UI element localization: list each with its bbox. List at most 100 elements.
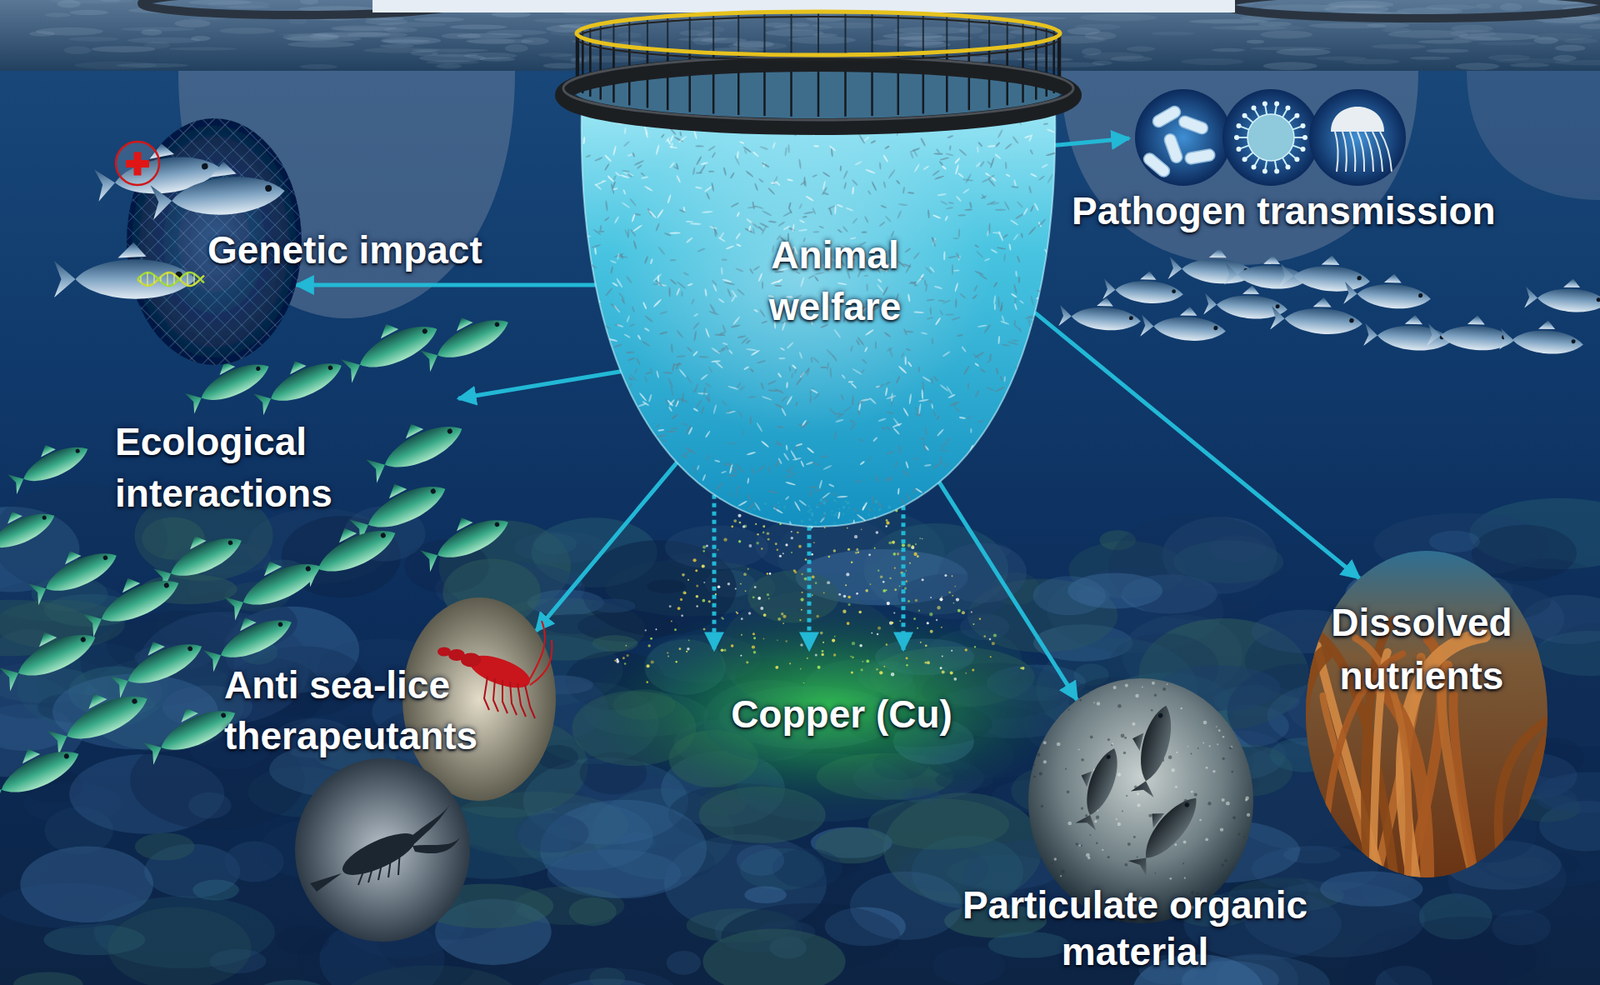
copper-plume — [850, 561, 853, 564]
farmed-fish — [861, 505, 865, 512]
farmed-fish — [730, 171, 735, 179]
copper-plume — [870, 632, 873, 635]
copper-plume — [890, 621, 894, 625]
farmed-fish — [885, 387, 889, 397]
farmed-fish — [790, 372, 794, 379]
farmed-fish — [602, 324, 612, 330]
fish — [1102, 277, 1185, 305]
copper-plume — [815, 615, 820, 619]
fish — [1275, 304, 1280, 309]
sea-surface — [144, 41, 170, 50]
farmed-fish — [1005, 429, 1013, 433]
copper-plume — [862, 660, 865, 663]
farmed-fish — [730, 507, 737, 510]
copper-plume — [901, 543, 905, 547]
farmed-fish — [1003, 375, 1006, 382]
copper-plume — [961, 610, 965, 615]
farmed-fish — [635, 441, 645, 451]
fish — [285, 357, 307, 375]
farmed-fish — [587, 262, 598, 270]
farmed-fish — [861, 501, 869, 511]
farmed-fish — [998, 409, 1008, 418]
copper-plume — [838, 593, 841, 596]
sea-surface — [870, 39, 945, 47]
farmed-fish — [1006, 340, 1019, 346]
farmed-fish — [811, 174, 818, 178]
copper-plume — [890, 672, 895, 676]
copper-plume — [882, 589, 886, 593]
sea-surface — [1500, 3, 1523, 12]
farmed-fish — [1026, 510, 1033, 520]
farmed-fish — [1036, 289, 1045, 294]
farmed-fish — [924, 464, 932, 468]
farmed-fish — [611, 281, 619, 287]
farmed-fish — [608, 338, 619, 343]
copper-plume — [625, 645, 628, 647]
copper-plume — [893, 552, 897, 556]
farmed-fish — [840, 165, 842, 171]
fish — [1384, 273, 1403, 285]
farmed-fish — [895, 375, 901, 385]
farmed-fish — [903, 328, 909, 336]
sea-surface — [63, 46, 91, 55]
farmed-fish — [735, 381, 742, 389]
fish — [1279, 251, 1372, 295]
farmed-fish — [1000, 315, 1005, 323]
farmed-fish — [645, 371, 651, 375]
farmed-fish — [833, 430, 838, 440]
fish — [82, 570, 185, 639]
sea-surface — [363, 47, 440, 54]
farmed-fish — [698, 355, 710, 359]
copper-plume — [905, 664, 908, 666]
sea-surface — [74, 61, 157, 70]
copper-plume — [883, 665, 885, 668]
farmed-fish — [670, 259, 677, 262]
farmed-fish — [671, 362, 675, 372]
farmed-fish — [821, 180, 826, 190]
farmed-fish — [770, 181, 777, 184]
farmed-fish — [955, 298, 958, 309]
farmed-fish — [624, 127, 627, 135]
fish — [335, 305, 443, 384]
copper-plume — [800, 598, 805, 602]
farmed-fish — [818, 225, 825, 229]
farmed-fish — [867, 455, 872, 464]
farmed-fish — [865, 168, 876, 175]
copper-plume — [857, 551, 860, 554]
sea-surface — [520, 37, 549, 45]
farmed-fish — [997, 507, 1002, 516]
farmed-fish — [1005, 161, 1008, 170]
copper-plume — [695, 584, 699, 587]
farmed-fish — [936, 428, 945, 437]
sea-surface — [456, 33, 524, 39]
farmed-fish — [1012, 233, 1020, 241]
seabed — [1032, 575, 1106, 615]
copper-plume — [940, 595, 943, 598]
copper-plume — [708, 600, 711, 603]
copper-plume — [775, 542, 778, 545]
farmed-fish — [885, 450, 895, 455]
farmed-fish — [656, 498, 668, 505]
farmed-fish — [999, 375, 1004, 382]
farmed-fish — [1030, 384, 1035, 390]
copper-plume — [905, 580, 908, 582]
farmed-fish — [861, 358, 868, 365]
copper-plume — [730, 644, 735, 648]
farmed-fish — [642, 301, 648, 310]
fish — [299, 520, 402, 589]
farmed-fish — [742, 145, 752, 154]
sea-surface — [812, 22, 885, 29]
farmed-fish — [704, 185, 714, 194]
farmed-fish — [788, 365, 791, 372]
farmed-fish — [610, 427, 615, 433]
fish — [365, 416, 469, 485]
farmed-fish — [661, 511, 670, 520]
farmed-fish — [640, 427, 652, 432]
fish — [1270, 305, 1364, 337]
copper-plume — [766, 572, 769, 575]
fish — [1058, 294, 1142, 333]
farmed-fish — [749, 268, 755, 275]
copper-plume — [666, 651, 669, 654]
fish — [148, 519, 247, 591]
